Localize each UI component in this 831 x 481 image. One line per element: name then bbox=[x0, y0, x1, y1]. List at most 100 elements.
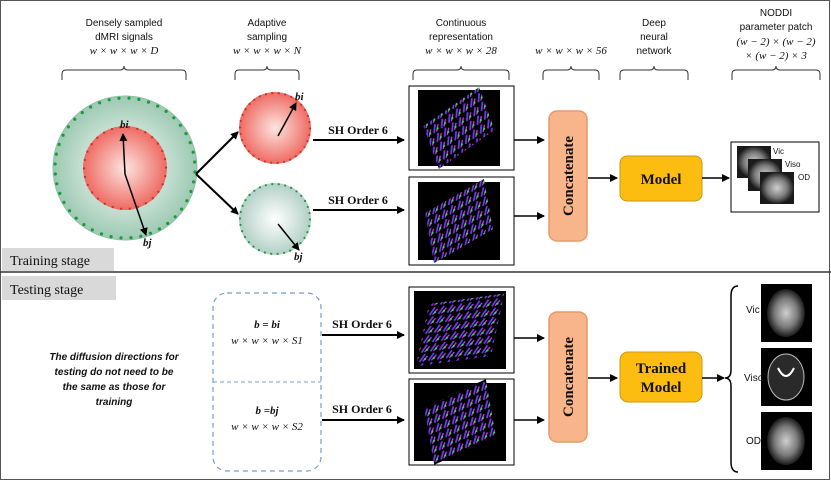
glyph-field bbox=[415, 293, 505, 367]
inner-sample-points bbox=[82, 126, 168, 210]
bracket-col6 bbox=[731, 65, 821, 80]
sample-point bbox=[303, 236, 306, 239]
sample-point bbox=[127, 126, 131, 129]
header-col1-line1: Densely sampled bbox=[86, 18, 163, 29]
sample-point bbox=[239, 132, 242, 135]
bracket-col4 bbox=[542, 65, 600, 80]
sample-point bbox=[193, 170, 197, 174]
sample-point bbox=[295, 99, 298, 102]
brain-viso-ventricles bbox=[777, 367, 795, 377]
sample-point bbox=[299, 150, 302, 154]
sample-point bbox=[306, 140, 309, 143]
dense-sampling-sphere: bi bj bbox=[52, 95, 198, 249]
sample-point bbox=[163, 157, 167, 161]
sample-point bbox=[258, 95, 261, 98]
test-sh-panel-top bbox=[408, 286, 515, 374]
sample-point bbox=[243, 235, 247, 239]
sample-point bbox=[271, 183, 274, 186]
sample-point bbox=[90, 143, 93, 146]
sample-point bbox=[185, 199, 189, 203]
sample-point bbox=[238, 217, 242, 220]
sample-point bbox=[166, 221, 170, 225]
sample-point bbox=[98, 101, 102, 105]
sample-point bbox=[137, 97, 141, 101]
testing-stage-label: Testing stage bbox=[10, 283, 83, 298]
sample-point bbox=[157, 190, 160, 193]
sample-point bbox=[164, 174, 167, 178]
sample-point bbox=[303, 199, 307, 203]
sample-point bbox=[276, 252, 279, 255]
sample-point bbox=[62, 200, 66, 204]
sample-point bbox=[191, 150, 195, 154]
sample-point bbox=[136, 205, 140, 209]
sample-point bbox=[128, 207, 131, 210]
sample-point bbox=[247, 241, 250, 244]
sample-point bbox=[258, 186, 261, 189]
sample-point bbox=[61, 133, 65, 137]
patch-label-vic: Vic bbox=[773, 147, 784, 156]
sample-point bbox=[308, 121, 311, 124]
sample-point bbox=[148, 231, 152, 235]
sample-point bbox=[244, 199, 247, 202]
sphere-bj bbox=[239, 183, 311, 255]
sample-point bbox=[239, 223, 242, 226]
test-trained-model-line2: Model bbox=[641, 380, 682, 396]
bracket-col1 bbox=[61, 65, 187, 80]
testing-stage-tag bbox=[2, 276, 116, 300]
vector-bj-label: bj bbox=[143, 237, 153, 249]
sample-point bbox=[270, 252, 273, 255]
glyph-field bbox=[425, 178, 493, 264]
sample-point bbox=[253, 98, 256, 101]
sample-point bbox=[54, 152, 59, 156]
sample-point bbox=[277, 92, 280, 95]
sample-point bbox=[308, 212, 311, 215]
sample-point bbox=[252, 245, 255, 248]
bracket-col5 bbox=[619, 65, 689, 80]
sample-point bbox=[263, 251, 266, 254]
sample-point bbox=[300, 103, 303, 106]
sample-point bbox=[180, 207, 184, 211]
train-output-patches: Vic Viso OD bbox=[730, 141, 820, 213]
adaptive-sphere-bi: bi bbox=[238, 91, 312, 164]
bracket-col2 bbox=[234, 65, 300, 80]
header-col3-line2: representation bbox=[429, 32, 493, 43]
sample-point bbox=[136, 127, 139, 131]
brain-od bbox=[767, 417, 805, 465]
sample-point bbox=[86, 150, 89, 153]
sample-point bbox=[294, 155, 297, 158]
sample-point bbox=[164, 109, 168, 113]
sample-point bbox=[248, 193, 251, 197]
train-sh-label-bottom: SH Order 6 bbox=[328, 193, 388, 207]
sample-point bbox=[53, 162, 57, 166]
header-col6-line2: parameter patch bbox=[740, 22, 813, 33]
sample-point bbox=[238, 126, 242, 129]
sample-point bbox=[157, 227, 161, 231]
sample-point bbox=[257, 249, 260, 252]
training-stage-tag bbox=[2, 248, 114, 271]
outer-sample-points bbox=[53, 96, 197, 240]
sample-point bbox=[90, 228, 94, 232]
sample-point bbox=[178, 123, 182, 127]
sample-point bbox=[53, 172, 57, 176]
sample-point bbox=[303, 145, 306, 148]
header-col3-dim: w × w × w × 28 bbox=[425, 45, 497, 57]
sample-point bbox=[144, 131, 147, 134]
test-trained-model-line1: Trained bbox=[636, 361, 687, 377]
sample-point bbox=[264, 93, 267, 96]
header-col5-line3: network bbox=[636, 46, 672, 57]
sample-point bbox=[109, 235, 113, 239]
sample-point bbox=[290, 186, 293, 189]
test-b1-dim: w × w × w × S1 bbox=[231, 335, 303, 347]
fork-arrow-top bbox=[195, 131, 239, 175]
sphere-bi-arrow bbox=[277, 102, 297, 137]
sample-point bbox=[243, 144, 247, 148]
sample-point bbox=[107, 98, 111, 102]
sample-point bbox=[151, 197, 154, 200]
sample-point bbox=[139, 234, 143, 238]
sample-point bbox=[239, 119, 242, 123]
test-sh-panel-bottom bbox=[408, 378, 515, 466]
header-col1-line2: dMRI signals bbox=[95, 32, 153, 43]
sample-point bbox=[241, 230, 244, 233]
fork-arrow-bottom bbox=[195, 173, 239, 215]
